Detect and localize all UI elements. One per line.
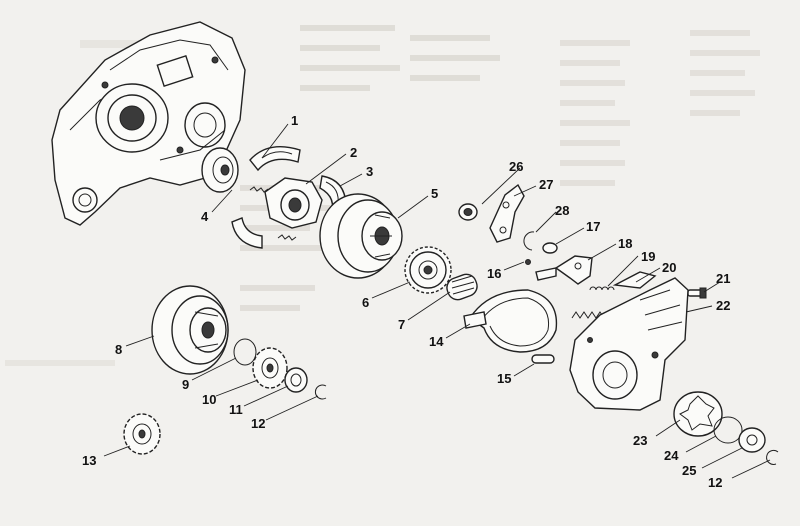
callout-9: 9 (182, 377, 189, 392)
part-5-clutch-drum (319, 193, 403, 279)
part-2-clutch-assembly (249, 177, 323, 241)
part-18-lever-bracket (554, 255, 593, 285)
callout-6: 6 (362, 295, 369, 310)
callout-7: 7 (398, 317, 405, 332)
callout-26: 26 (509, 159, 523, 174)
part-1-clutch-shoe (249, 146, 301, 172)
part-25-washer (738, 427, 766, 453)
part-28-clip (523, 231, 535, 251)
callout-11: 11 (229, 402, 243, 417)
callout-21: 21 (716, 271, 730, 286)
part-27-brake-lever (489, 183, 525, 243)
leader-lines (103, 123, 771, 479)
part-10-rim-sprocket (252, 347, 288, 389)
part-4-clutch-carrier (201, 147, 239, 193)
part-19-spring (589, 286, 615, 291)
callout-24: 24 (664, 448, 679, 463)
part-12-e-clip-right (766, 449, 779, 465)
part-24-ring (713, 416, 743, 444)
part-23-star-washer (673, 391, 723, 437)
callout-17: 17 (586, 219, 600, 234)
callout-5: 5 (431, 186, 438, 201)
part-14-brake-band (463, 289, 558, 353)
callout-16: 16 (487, 266, 501, 281)
callout-13: 13 (82, 453, 96, 468)
callout-4: 4 (201, 209, 209, 224)
callout-8: 8 (115, 342, 122, 357)
part-6-drive-gear (404, 246, 452, 294)
part-16-link (525, 259, 557, 281)
part-12-e-clip-left (314, 384, 327, 400)
callout-3: 3 (366, 164, 373, 179)
part-11-washer (284, 367, 308, 393)
callout-23: 23 (633, 433, 647, 448)
callout-10: 10 (202, 392, 216, 407)
part-15-pin (531, 354, 555, 364)
callout-12-right: 12 (708, 475, 722, 490)
callout-19: 19 (641, 249, 655, 264)
part-7-needle-bearing (446, 273, 478, 301)
callout-20: 20 (662, 260, 676, 275)
callout-1: 1 (291, 113, 298, 128)
callout-28: 28 (555, 203, 569, 218)
part-26-washer (458, 203, 478, 221)
part-20-spring (571, 271, 657, 319)
callout-18: 18 (618, 236, 632, 251)
callout-2: 2 (350, 145, 357, 160)
part-9-ring (233, 338, 257, 366)
crankcase-housing (51, 21, 246, 226)
callout-27: 27 (539, 177, 553, 192)
part-22-sprocket-cover (569, 277, 689, 411)
part-17-washer (542, 242, 558, 254)
part-8-rim-sprocket-drum (151, 285, 229, 375)
callout-12-left: 12 (251, 416, 265, 431)
part-21-screw (687, 287, 707, 299)
callout-labels: 1 2 3 4 5 6 7 8 9 10 11 12 13 14 15 16 1… (82, 113, 730, 490)
callout-22: 22 (716, 298, 730, 313)
part-13-rim-sprocket (123, 413, 161, 455)
callout-14: 14 (429, 334, 444, 349)
callout-15: 15 (497, 371, 511, 386)
bleed-through-text (5, 25, 760, 366)
clutch-shoe-lower (231, 217, 263, 249)
callout-25: 25 (682, 463, 696, 478)
